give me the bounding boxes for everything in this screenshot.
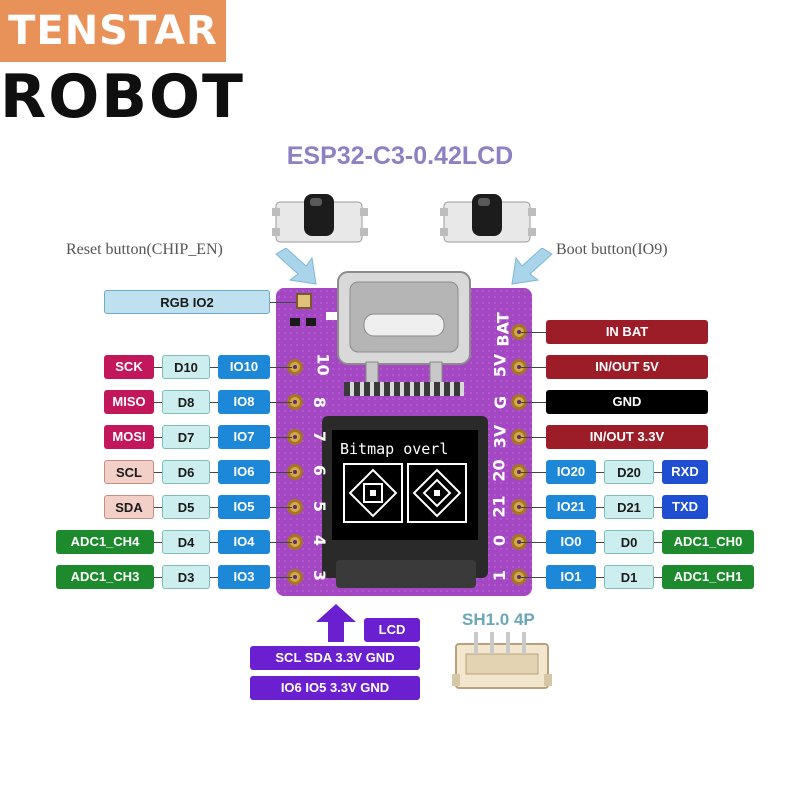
reset-button-label: Reset button(CHIP_EN) bbox=[66, 241, 223, 258]
pin-d-label: D21 bbox=[604, 495, 654, 519]
pin-d-label: D0 bbox=[604, 530, 654, 554]
silk-left: 5 bbox=[310, 500, 330, 513]
pin-func-label: SCK bbox=[104, 355, 154, 379]
leader-line bbox=[520, 367, 548, 368]
pin-d-label: D3 bbox=[162, 565, 210, 589]
pin-io-label: IO21 bbox=[546, 495, 596, 519]
silk-right: 1 bbox=[490, 569, 510, 582]
pin-d-label: D1 bbox=[604, 565, 654, 589]
pin-func-label: TXD bbox=[662, 495, 708, 519]
boot-button-image bbox=[440, 194, 536, 243]
pin-func-label: MISO bbox=[104, 390, 154, 414]
reset-button-image bbox=[272, 194, 368, 243]
pin-func-label: ADC1_CH1 bbox=[662, 565, 754, 589]
lcd-label: LCD bbox=[364, 618, 420, 642]
smd-component bbox=[306, 318, 316, 326]
silk-left: 6 bbox=[310, 464, 330, 477]
pin-d-label: D10 bbox=[162, 355, 210, 379]
pin-func-label: MOSI bbox=[104, 425, 154, 449]
power-label-3v3: IN/OUT 3.3V bbox=[546, 425, 708, 449]
usb-pins bbox=[344, 382, 464, 396]
power-label-gnd: GND bbox=[546, 390, 708, 414]
silk-right: 21 bbox=[489, 495, 509, 518]
pin-func-label: SCL bbox=[104, 460, 154, 484]
pin-func-label: ADC1_CH4 bbox=[56, 530, 154, 554]
oled-bitmap-icons bbox=[343, 463, 467, 523]
reset-arrow-icon bbox=[275, 248, 317, 285]
rgb-io2-label: RGB IO2 bbox=[104, 290, 270, 314]
leader-line bbox=[520, 437, 548, 438]
rgb-led-icon bbox=[296, 293, 312, 309]
silk-right: G bbox=[491, 395, 511, 410]
pin-io-label: IO8 bbox=[218, 390, 270, 414]
pin-io-label: IO3 bbox=[218, 565, 270, 589]
leader-line bbox=[270, 302, 296, 303]
silk-left: 7 bbox=[310, 430, 330, 443]
pin-io-label: IO20 bbox=[546, 460, 596, 484]
brand-logo-top: TENSTAR bbox=[0, 0, 226, 62]
oled-flex-cable bbox=[336, 560, 476, 588]
board-title: ESP32-C3-0.42LCD bbox=[286, 142, 514, 170]
silk-left: 4 bbox=[310, 534, 330, 547]
pin-d-label: D7 bbox=[162, 425, 210, 449]
pin-io-label: IO0 bbox=[546, 530, 596, 554]
silk-left: 3 bbox=[310, 569, 330, 582]
pin-d-label: D5 bbox=[162, 495, 210, 519]
pin-func-label: RXD bbox=[662, 460, 708, 484]
pin-func-label: ADC1_CH0 bbox=[662, 530, 754, 554]
pin-d-label: D20 bbox=[604, 460, 654, 484]
lcd-pins-label: IO6 IO5 3.3V GND bbox=[250, 676, 420, 700]
pin-func-label: ADC1_CH3 bbox=[56, 565, 154, 589]
leader-line bbox=[520, 332, 548, 333]
smd-component bbox=[326, 312, 338, 320]
leader-line bbox=[520, 402, 548, 403]
pin-io-label: IO10 bbox=[218, 355, 270, 379]
pin-io-label: IO5 bbox=[218, 495, 270, 519]
pin-io-label: IO4 bbox=[218, 530, 270, 554]
pin-io-label: IO6 bbox=[218, 460, 270, 484]
pin-func-label: SDA bbox=[104, 495, 154, 519]
silk-left: 10 bbox=[313, 353, 333, 376]
pin-io-label: IO7 bbox=[218, 425, 270, 449]
usb-c-connector-icon bbox=[337, 271, 471, 387]
connector-label: SH1.0 4P bbox=[462, 610, 535, 629]
boot-arrow-icon bbox=[511, 248, 553, 285]
pin-d-label: D8 bbox=[162, 390, 210, 414]
silk-right: 0 bbox=[490, 534, 510, 547]
oled-text: Bitmap overl bbox=[340, 440, 449, 458]
smd-component bbox=[290, 318, 300, 326]
lcd-signals-label: SCL SDA 3.3V GND bbox=[250, 646, 420, 670]
boot-button-label: Boot button(IO9) bbox=[556, 241, 668, 258]
brand-logo-bottom: ROBOT bbox=[0, 62, 245, 132]
power-label-bat: IN BAT bbox=[546, 320, 708, 344]
power-label-5v: IN/OUT 5V bbox=[546, 355, 708, 379]
sh1-connector-image bbox=[452, 632, 552, 689]
pin-io-label: IO1 bbox=[546, 565, 596, 589]
silk-right: 5V bbox=[490, 353, 510, 378]
up-arrow-icon bbox=[316, 604, 356, 642]
silk-left: 8 bbox=[310, 396, 330, 409]
pin-d-label: D6 bbox=[162, 460, 210, 484]
silk-right: 20 bbox=[489, 459, 509, 482]
pin-d-label: D4 bbox=[162, 530, 210, 554]
silk-right: BAT bbox=[493, 312, 513, 347]
silk-right: 3V bbox=[490, 424, 510, 449]
